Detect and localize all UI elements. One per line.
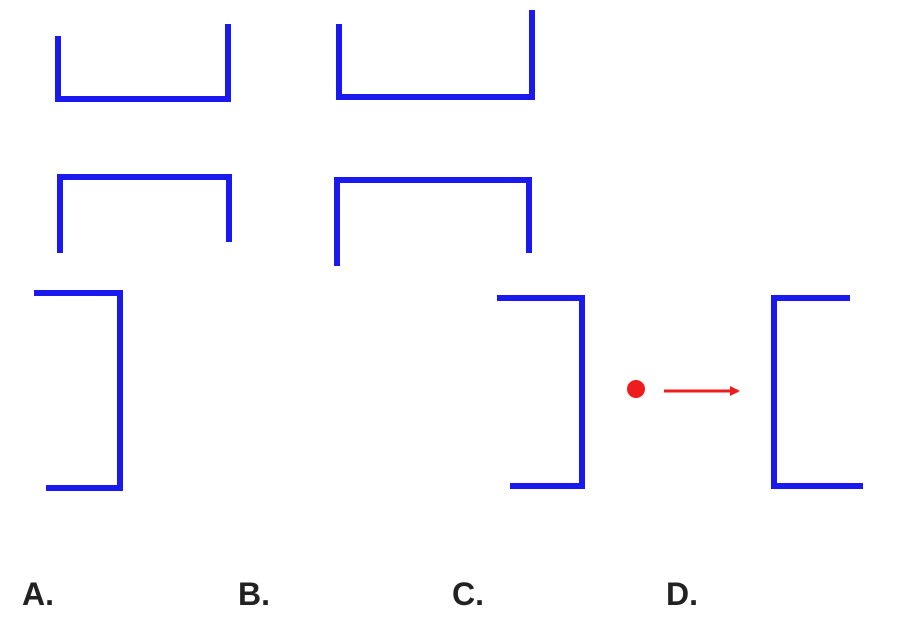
- option-label-b: B.: [238, 576, 270, 612]
- open-top-bracket-b: [336, 10, 535, 100]
- red-dot-marker: [627, 380, 645, 398]
- option-label-c: C.: [452, 576, 484, 612]
- open-bottom-bracket-b: [334, 177, 532, 266]
- open-bottom-bracket-a: [57, 174, 232, 253]
- open-right-bracket: [771, 295, 863, 489]
- open-top-bracket-a: [55, 24, 231, 102]
- open-left-bracket-a: [34, 290, 123, 491]
- option-label-a: A.: [22, 576, 54, 612]
- option-label-d: D.: [666, 576, 698, 612]
- open-left-bracket-b: [497, 295, 585, 489]
